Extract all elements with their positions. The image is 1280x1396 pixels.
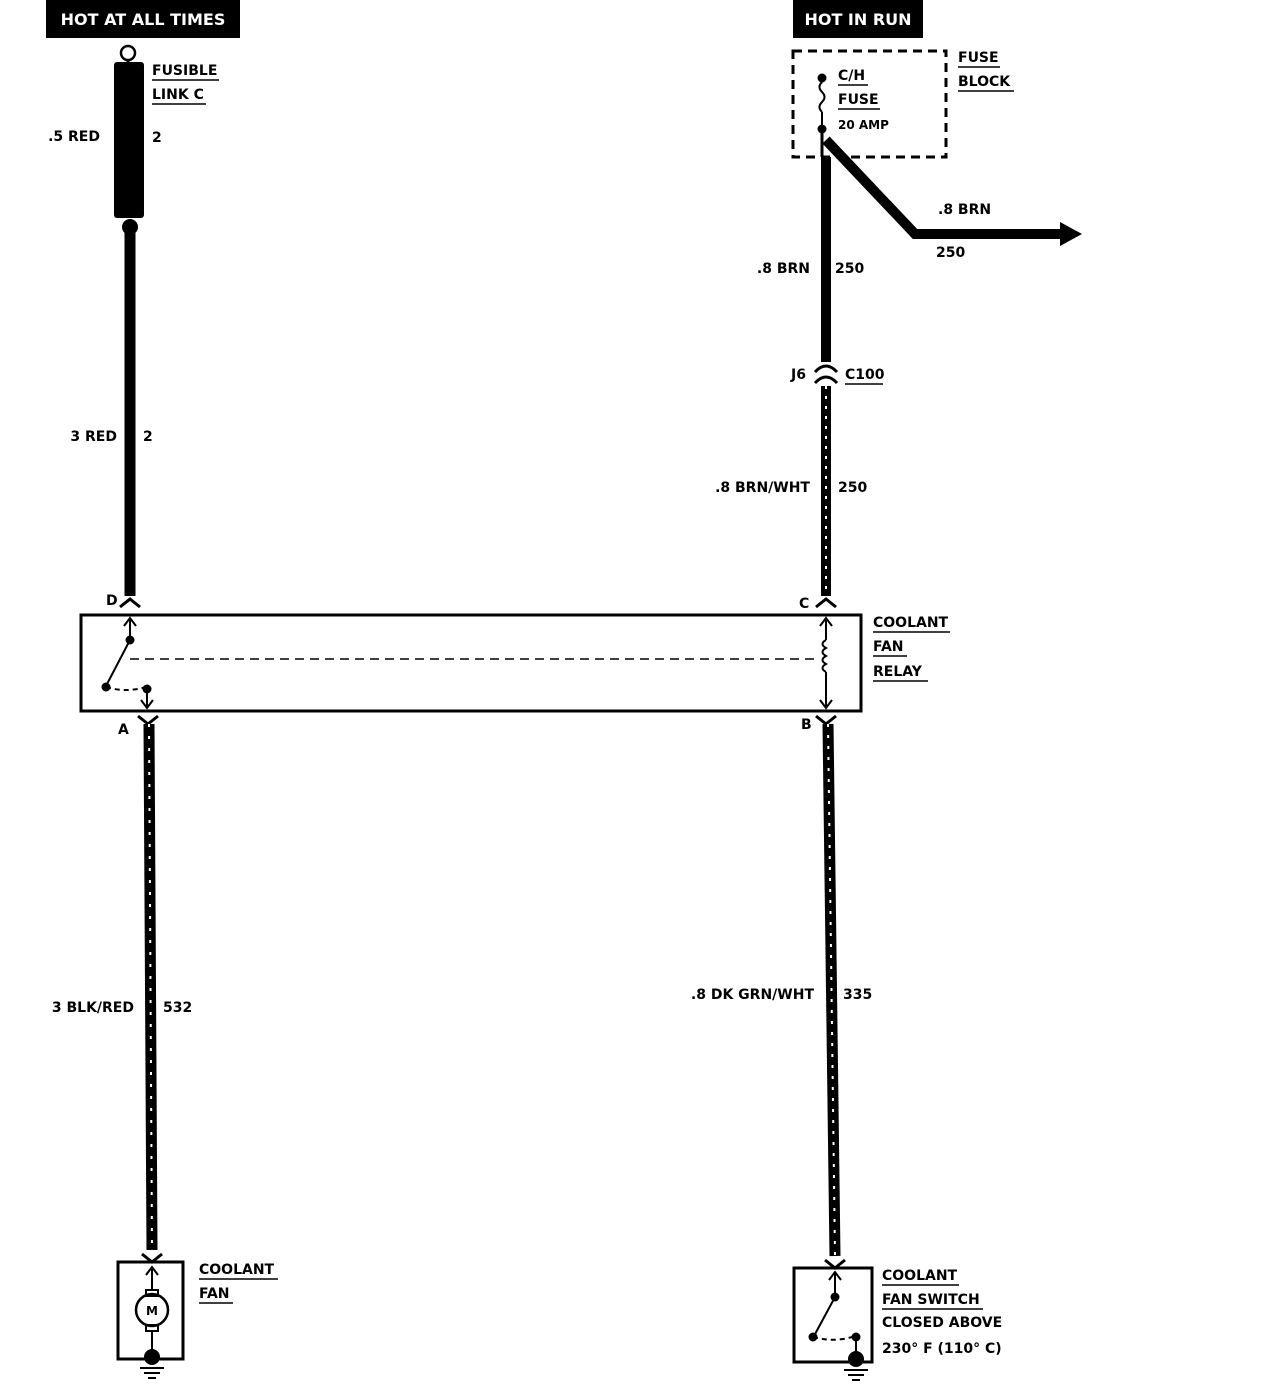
fuse-rating-label: 20 AMP — [838, 118, 889, 132]
coolant-switch-label-1: COOLANT — [882, 1268, 958, 1284]
branch-wire-label: .8 BRN — [938, 202, 991, 218]
connector-name-label: C100 — [845, 367, 885, 383]
fusible-link-wire-label: .5 RED — [48, 129, 100, 145]
relay-label-1: COOLANT — [873, 615, 949, 631]
header-hot-at-all-times: HOT AT ALL TIMES — [46, 0, 240, 38]
header-hot-in-run: HOT IN RUN — [793, 0, 923, 38]
coolant-switch-label-3: CLOSED ABOVE — [882, 1315, 1002, 1331]
wire-branch-8-brn: .8 BRN 250 — [822, 136, 1082, 261]
header-right-label: HOT IN RUN — [804, 10, 911, 29]
wire-8-brn: .8 BRN 250 — [757, 129, 864, 362]
fuse-name-label-1: C/H — [838, 68, 865, 84]
ground-icon — [844, 1369, 868, 1381]
relay-label-3: RELAY — [873, 664, 923, 680]
wire-8-brn-wht-circuit: 250 — [838, 480, 867, 496]
wire-3-blk-red-label: 3 BLK/RED — [52, 1000, 134, 1016]
coolant-fan-label-1: COOLANT — [199, 1262, 275, 1278]
coolant-fan-switch: COOLANT FAN SWITCH CLOSED ABOVE 230° F (… — [792, 1258, 1002, 1381]
coolant-switch-label-4: 230° F (110° C) — [882, 1341, 1002, 1357]
relay-label-2: FAN — [873, 639, 904, 655]
coolant-fan: M COOLANT FAN — [116, 1252, 278, 1379]
wire-8-dk-grn-wht-label: .8 DK GRN/WHT — [691, 987, 815, 1003]
wire-8-dk-grn-wht: .8 DK GRN/WHT 335 — [691, 723, 872, 1257]
fusible-link-label-2: LINK C — [152, 87, 204, 103]
fuse-block-label-2: BLOCK — [958, 74, 1011, 90]
connector-c100: J6 C100 — [790, 364, 885, 385]
fuse-name-label-2: FUSE — [838, 92, 879, 108]
branch-wire-circuit: 250 — [936, 245, 965, 261]
fusible-link-label-1: FUSIBLE — [152, 63, 217, 79]
wire-8-brn-circuit: 250 — [835, 261, 864, 277]
connector-pin-label: J6 — [790, 367, 806, 383]
fuse-block: C/H FUSE 20 AMP FUSE BLOCK — [791, 49, 1014, 159]
coolant-fan-label-2: FAN — [199, 1286, 230, 1302]
wire-3-blk-red-circuit: 532 — [163, 1000, 192, 1016]
wire-8-brn-label: .8 BRN — [757, 261, 810, 277]
relay-pin-b: B — [801, 717, 812, 733]
wire-8-brn-wht: .8 BRN/WHT 250 — [715, 386, 867, 596]
relay-pin-d: D — [106, 593, 118, 609]
wire-3-red-label: 3 RED — [70, 429, 117, 445]
motor-label: M — [146, 1304, 158, 1318]
relay-pin-a: A — [118, 722, 129, 738]
ground-icon — [140, 1367, 164, 1379]
fusible-link: FUSIBLE LINK C .5 RED 2 — [48, 44, 219, 235]
fuse-block-label-1: FUSE — [958, 50, 999, 66]
wire-8-dk-grn-wht-circuit: 335 — [843, 987, 872, 1003]
wire-3-red: 3 RED 2 — [70, 232, 153, 596]
wire-3-red-circuit: 2 — [143, 429, 153, 445]
fusible-link-circuit-label: 2 — [152, 130, 162, 146]
relay-pin-c: C — [799, 596, 809, 612]
wire-3-blk-red: 3 BLK/RED 532 — [52, 723, 192, 1251]
wire-8-brn-wht-label: .8 BRN/WHT — [715, 480, 810, 496]
coolant-fan-relay: D C A B COOLANT FAN RELAY — [79, 593, 950, 738]
coolant-switch-label-2: FAN SWITCH — [882, 1292, 980, 1308]
header-left-label: HOT AT ALL TIMES — [61, 10, 226, 29]
